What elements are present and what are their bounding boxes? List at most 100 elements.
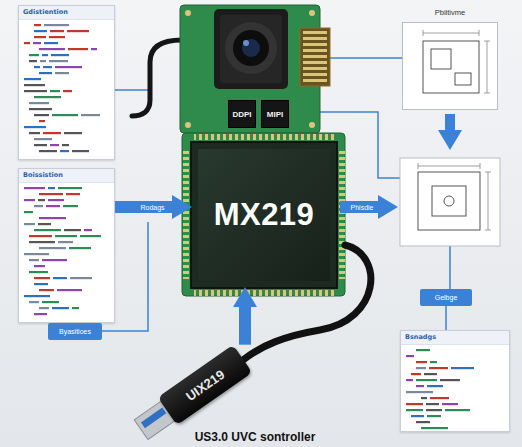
code-line (33, 42, 41, 44)
code-line (24, 199, 35, 201)
code-line (416, 361, 427, 363)
code-line (39, 72, 52, 74)
code-line (42, 301, 59, 303)
code-line (34, 66, 40, 68)
mount-hole (309, 122, 315, 128)
node-label: Byasitioes (59, 328, 91, 335)
camera-housing (220, 15, 282, 83)
lens-barrel (233, 30, 269, 66)
chip-pins (183, 151, 189, 279)
code-line (44, 42, 58, 44)
code-line (29, 271, 48, 273)
dimension-lines (423, 30, 490, 93)
leader-line (320, 57, 402, 59)
lens-ring (225, 22, 277, 74)
code-line (53, 277, 67, 279)
code-line (38, 199, 45, 201)
code-line (64, 132, 82, 134)
outline-drawing (423, 41, 479, 93)
connector-pins (303, 30, 327, 84)
fpc-connector (300, 28, 330, 86)
leader-line (445, 306, 447, 330)
code-line (24, 295, 50, 297)
code-panel: Gdistiention (18, 5, 115, 160)
outline-drawing (418, 172, 480, 230)
code-line (29, 301, 39, 303)
code-line (70, 277, 92, 279)
plug-insert (141, 408, 166, 429)
code-line (427, 415, 441, 417)
code-line (421, 397, 427, 399)
arrow-label: Phisdie (351, 204, 374, 211)
code-line (34, 138, 52, 140)
code-line (24, 223, 35, 225)
code-line (451, 367, 474, 369)
code-line (39, 193, 63, 195)
code-line (29, 132, 40, 134)
code-line (421, 427, 448, 429)
code-line (39, 307, 49, 309)
code-line (426, 409, 442, 411)
code-line (48, 187, 55, 189)
code-line (42, 54, 48, 56)
code-panel: Bsnadgs (400, 330, 510, 432)
chip-pins (339, 151, 345, 279)
code-line (60, 150, 69, 152)
code-line (29, 235, 52, 237)
camera-body (214, 9, 288, 89)
code-line (81, 114, 100, 116)
code-line (406, 355, 414, 357)
camera-board (180, 5, 320, 133)
code-line (429, 367, 448, 369)
code-line (58, 241, 73, 243)
controller-chip: MX219 (190, 141, 338, 289)
code-line (34, 229, 61, 231)
code-line (29, 102, 49, 104)
code-line (34, 313, 47, 315)
node-label: Gelbge (435, 294, 458, 301)
code-line (63, 90, 72, 92)
code-line (34, 24, 41, 26)
code-line (48, 199, 64, 201)
lens-highlight (243, 40, 249, 46)
code-line (440, 379, 460, 381)
code-line (66, 193, 80, 195)
code-line (69, 247, 91, 249)
code-line (63, 205, 78, 207)
outline-drawing (455, 73, 471, 85)
code-line (34, 96, 61, 98)
code-line (84, 229, 92, 231)
connector-label: Rodags (140, 204, 164, 211)
code-line (34, 144, 47, 146)
code-line (411, 415, 424, 417)
code-line (430, 361, 437, 363)
outline-drawing (432, 186, 466, 216)
code-line (57, 289, 82, 291)
code-line (24, 42, 30, 44)
code-line (34, 36, 46, 38)
node-label: MX219 (214, 197, 315, 233)
code-line (55, 66, 82, 68)
code-line (24, 78, 41, 80)
code-line (34, 205, 43, 207)
code-line (29, 108, 52, 110)
usb-plug: UIX219 (158, 345, 253, 426)
code-line (34, 283, 48, 285)
code-lines (401, 345, 509, 432)
node-label: Bsnadgs (401, 331, 509, 345)
code-line (34, 277, 50, 279)
lens-glass (242, 39, 260, 57)
code-line (67, 30, 89, 32)
code-line (44, 24, 69, 26)
code-line (52, 114, 78, 116)
code-line (406, 379, 413, 381)
code-line (62, 144, 69, 146)
ic-chip: MIPI (261, 100, 289, 128)
code-line (55, 72, 69, 74)
code-line (39, 217, 66, 219)
node-label: DDPI (232, 110, 251, 119)
